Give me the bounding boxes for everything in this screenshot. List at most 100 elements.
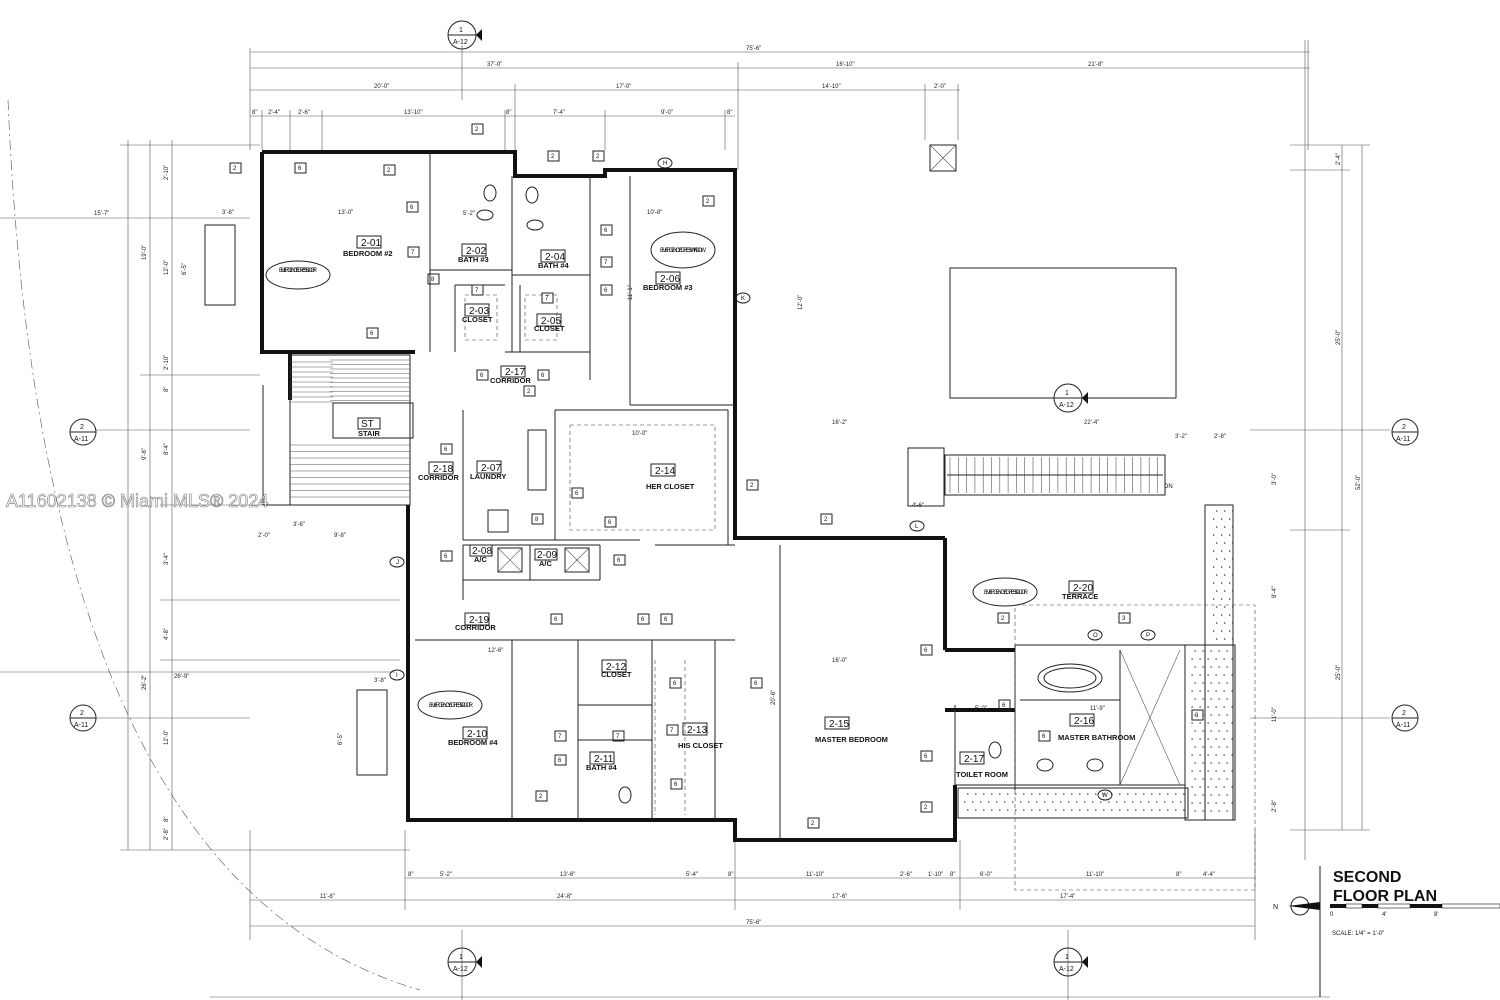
svg-text:6: 6	[444, 447, 448, 453]
svg-text:6: 6	[1042, 734, 1046, 740]
dim-left: 6'-5"	[182, 263, 188, 275]
type-tag: 6	[440, 443, 453, 455]
dim-bottom: 17'-6"	[832, 894, 847, 900]
type-tag: 8	[427, 273, 440, 285]
svg-text:3: 3	[1195, 713, 1199, 719]
svg-text:2: 2	[811, 821, 815, 827]
type-tag: 7	[554, 730, 567, 742]
section-tags: 1A-12 1A-12 1A-12 1A-12 2A-11 2A-11 2A-1…	[69, 20, 1419, 977]
dim-top: 8"	[506, 110, 511, 116]
svg-text:2: 2	[1402, 424, 1406, 431]
svg-text:6: 6	[554, 617, 558, 623]
svg-text:BATH #4: BATH #4	[586, 763, 618, 772]
svg-text:STAIR: STAIR	[358, 429, 381, 438]
svg-text:A-12: A-12	[1059, 402, 1074, 409]
svg-text:2: 2	[824, 517, 828, 523]
svg-text:2: 2	[539, 794, 543, 800]
dim-left: 6'-5"	[338, 733, 344, 745]
dim-bottom: 11'-10"	[1086, 872, 1104, 878]
svg-text:2: 2	[1402, 710, 1406, 717]
type-tag: 2	[592, 150, 605, 162]
svg-text:2-11: 2-11	[594, 754, 614, 765]
svg-text:TERRACE: TERRACE	[1062, 592, 1098, 601]
dim-right: 25'-0"	[1336, 665, 1342, 680]
svg-text:22'-4": 22'-4"	[1084, 420, 1099, 426]
note-stair-dn: DN	[1164, 484, 1173, 490]
svg-text:6: 6	[298, 166, 302, 172]
type-tag: 6	[998, 699, 1011, 711]
svg-text:A/C: A/C	[539, 559, 553, 568]
svg-text:A-12: A-12	[453, 39, 468, 46]
type-tag: 6	[476, 369, 489, 381]
grid-tag: O	[1087, 629, 1103, 641]
svg-text:2-19: 2-19	[469, 615, 489, 626]
svg-text:TOILET ROOM: TOILET ROOM	[956, 770, 1008, 779]
type-tag: 6	[604, 516, 617, 528]
svg-text:P: P	[1146, 633, 1150, 639]
dim-left: 9'-8"	[142, 448, 148, 460]
svg-text:CLOSET: CLOSET	[601, 670, 632, 679]
svg-text:6: 6	[410, 205, 414, 211]
svg-text:2: 2	[750, 483, 754, 489]
dim-bottom: 11'-10"	[806, 872, 824, 878]
north-arrow-icon: N	[1273, 896, 1320, 916]
type-tag: 6	[294, 162, 307, 174]
plan-title-line2: FLOOR PLAN	[1333, 888, 1437, 905]
dim-left: 8"	[164, 387, 170, 392]
type-tag: 2	[920, 801, 933, 813]
type-tag: 7	[600, 256, 613, 268]
svg-text:2: 2	[80, 710, 84, 717]
type-tag: 7	[612, 730, 625, 742]
dim-left: 12'-0"	[164, 730, 170, 745]
svg-text:6: 6	[558, 758, 562, 764]
dim-right: 2'-8"	[1272, 800, 1278, 812]
dim-right: 3'-0"	[1272, 473, 1278, 485]
svg-text:3'-2": 3'-2"	[1175, 434, 1187, 440]
svg-text:CLOSET: CLOSET	[534, 324, 565, 333]
svg-text:A-11: A-11	[1396, 722, 1410, 729]
dim-bottom: 17'-4"	[1060, 894, 1075, 900]
svg-text:HER CLOSET: HER CLOSET	[646, 482, 695, 491]
dim-bottom: 13'-6"	[560, 872, 575, 878]
svg-text:L: L	[915, 524, 919, 530]
svg-text:4': 4'	[1382, 912, 1386, 918]
svg-text:1: 1	[1065, 390, 1069, 397]
dim-left: 8"	[164, 817, 170, 822]
grid-tag: W	[1097, 789, 1113, 801]
svg-text:O: O	[1093, 633, 1098, 639]
svg-text:2: 2	[596, 154, 600, 160]
svg-text:6: 6	[608, 520, 612, 526]
type-tag: 2	[807, 817, 820, 829]
dim-bottom: 11'-8"	[320, 894, 335, 900]
dim-right: 11'-0"	[1272, 707, 1278, 722]
right-dimensions: 2'-4" 25'-0" 52'-0" 3'-0" 8'-4" 25'-0" 1…	[1272, 144, 1370, 831]
svg-text:2: 2	[527, 389, 531, 395]
svg-text:2: 2	[706, 199, 710, 205]
svg-text:16'-0": 16'-0"	[832, 658, 847, 664]
svg-text:10'-8": 10'-8"	[647, 210, 662, 216]
dim-top-overall: 75'-6"	[746, 46, 761, 52]
type-tag: 6	[920, 750, 933, 762]
svg-text:7: 7	[475, 288, 479, 294]
svg-text:6: 6	[754, 681, 758, 687]
svg-text:CORRIDOR: CORRIDOR	[490, 376, 531, 385]
svg-text:2-07: 2-07	[481, 463, 501, 474]
svg-text:2: 2	[924, 805, 928, 811]
svg-text:K: K	[741, 296, 745, 302]
svg-text:2: 2	[1001, 616, 1005, 622]
svg-text:2-18: 2-18	[433, 464, 453, 475]
type-tag: 6	[637, 613, 650, 625]
svg-text:2: 2	[475, 127, 479, 133]
svg-text:6: 6	[674, 782, 678, 788]
svg-text:1: 1	[459, 27, 463, 34]
dim-right: 52'-0"	[1356, 475, 1362, 490]
exterior-walls	[260, 150, 1015, 842]
note-egress-window: EMERGENCY EGRESS WINDOW	[660, 248, 706, 254]
svg-text:MASTER BEDROOM: MASTER BEDROOM	[815, 735, 888, 744]
svg-text:6: 6	[617, 558, 621, 564]
svg-text:5'-0": 5'-0"	[975, 706, 987, 712]
